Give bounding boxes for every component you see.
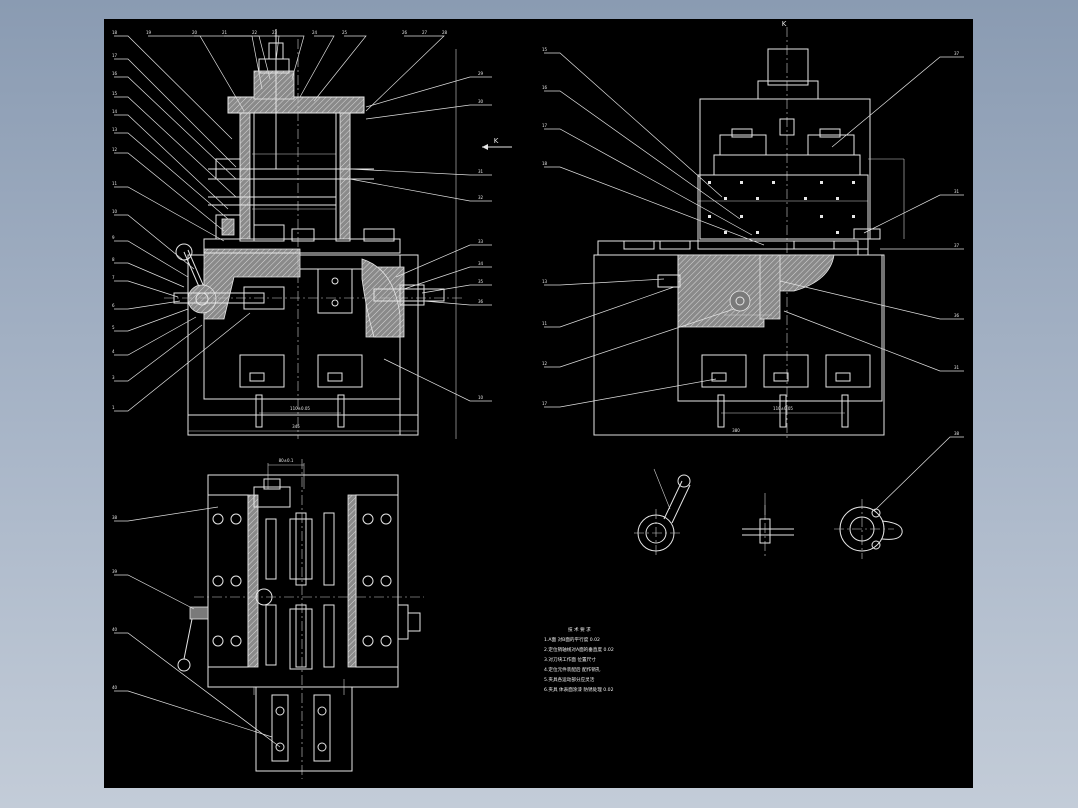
svg-text:9: 9 [112, 235, 115, 240]
plan-view [177, 459, 424, 779]
svg-text:40: 40 [112, 627, 118, 632]
svg-text:21: 21 [222, 30, 228, 35]
dimension-labels: 345 110±0.05 380 110±0.05 80±0.1 [279, 406, 794, 463]
svg-text:345: 345 [292, 424, 300, 429]
svg-text:11: 11 [542, 321, 548, 326]
svg-text:17: 17 [542, 401, 548, 406]
svg-text:1: 1 [112, 405, 115, 410]
plan-view-leaders [114, 506, 281, 748]
svg-text:32: 32 [478, 195, 484, 200]
technical-notes: 技 术 要 求 1.A面 对B面的平行度 0.02 2.定位销轴线对A面的垂直度… [544, 626, 614, 693]
svg-text:3: 3 [112, 375, 115, 380]
svg-text:37: 37 [954, 51, 960, 56]
svg-text:15: 15 [112, 91, 118, 96]
callout-numbers: 18 19 20 21 22 23 24 25 26 27 28 17 16 1… [112, 30, 960, 690]
front-section-hatch-left [203, 248, 301, 320]
svg-text:35: 35 [478, 279, 484, 284]
svg-text:33: 33 [478, 239, 484, 244]
svg-text:380: 380 [732, 428, 740, 433]
svg-text:38: 38 [112, 515, 118, 520]
note-line-1: 1.A面 对B面的平行度 0.02 [544, 636, 600, 643]
svg-text:12: 12 [542, 361, 548, 366]
svg-text:20: 20 [192, 30, 198, 35]
front-view-leaders [114, 35, 492, 412]
svg-text:39: 39 [112, 569, 118, 574]
svg-text:17: 17 [112, 53, 118, 58]
svg-text:16: 16 [542, 85, 548, 90]
note-line-6: 6.夹具 体表面涂漆 防锈处理 0.02 [544, 686, 614, 693]
svg-text:110±0.05: 110±0.05 [773, 406, 793, 411]
cad-drawing-viewport[interactable]: 18 19 20 21 22 23 24 25 26 27 28 17 16 1… [104, 19, 973, 788]
svg-text:17: 17 [542, 123, 548, 128]
svg-text:23: 23 [272, 30, 278, 35]
svg-text:28: 28 [442, 30, 448, 35]
svg-text:6: 6 [112, 303, 115, 308]
svg-text:40: 40 [112, 685, 118, 690]
svg-text:11: 11 [112, 181, 118, 186]
svg-text:30: 30 [478, 99, 484, 104]
side-view-leaders [544, 52, 964, 408]
front-top-plate [227, 96, 365, 114]
detail-views [634, 436, 964, 559]
view-label-k: K [782, 20, 787, 28]
svg-text:10: 10 [112, 209, 118, 214]
side-clamp-body [697, 174, 869, 250]
svg-text:31: 31 [954, 189, 960, 194]
svg-text:18: 18 [542, 161, 548, 166]
note-line-3: 3.对刀块工作面 位置尺寸 [544, 656, 596, 663]
svg-text:36: 36 [478, 299, 484, 304]
svg-text:16: 16 [112, 71, 118, 76]
svg-text:36: 36 [954, 313, 960, 318]
svg-text:29: 29 [478, 71, 484, 76]
note-line-4: 4.定位元件装配后 配作销孔 [544, 666, 601, 673]
plan-outline [207, 474, 399, 688]
svg-text:26: 26 [402, 30, 408, 35]
svg-text:31: 31 [954, 365, 960, 370]
svg-text:22: 22 [252, 30, 258, 35]
svg-text:5: 5 [112, 325, 115, 330]
svg-text:24: 24 [312, 30, 318, 35]
svg-text:80±0.1: 80±0.1 [279, 458, 294, 463]
svg-text:15: 15 [542, 47, 548, 52]
svg-text:25: 25 [342, 30, 348, 35]
svg-text:12: 12 [112, 147, 118, 152]
notes-title: 技 术 要 求 [568, 626, 591, 633]
svg-text:37: 37 [954, 243, 960, 248]
svg-text:4: 4 [112, 349, 115, 354]
svg-text:8: 8 [112, 257, 115, 262]
section-arrow-label-k: K [494, 137, 499, 145]
svg-text:38: 38 [954, 431, 960, 436]
front-view [164, 29, 512, 439]
svg-text:14: 14 [112, 109, 118, 114]
svg-text:27: 27 [422, 30, 428, 35]
svg-text:18: 18 [112, 30, 118, 35]
svg-text:19: 19 [146, 30, 152, 35]
note-line-2: 2.定位销轴线对A面的垂直度 0.02 [544, 646, 614, 653]
svg-text:10: 10 [478, 395, 484, 400]
svg-text:34: 34 [478, 261, 484, 266]
svg-text:13: 13 [542, 279, 548, 284]
cad-drawing: 18 19 20 21 22 23 24 25 26 27 28 17 16 1… [112, 20, 964, 779]
side-view [593, 27, 905, 439]
svg-text:31: 31 [478, 169, 484, 174]
svg-text:13: 13 [112, 127, 118, 132]
svg-text:7: 7 [112, 275, 115, 280]
svg-text:110±0.05: 110±0.05 [290, 406, 310, 411]
note-line-5: 5.夹具各运动部分应灵活 [544, 676, 595, 683]
